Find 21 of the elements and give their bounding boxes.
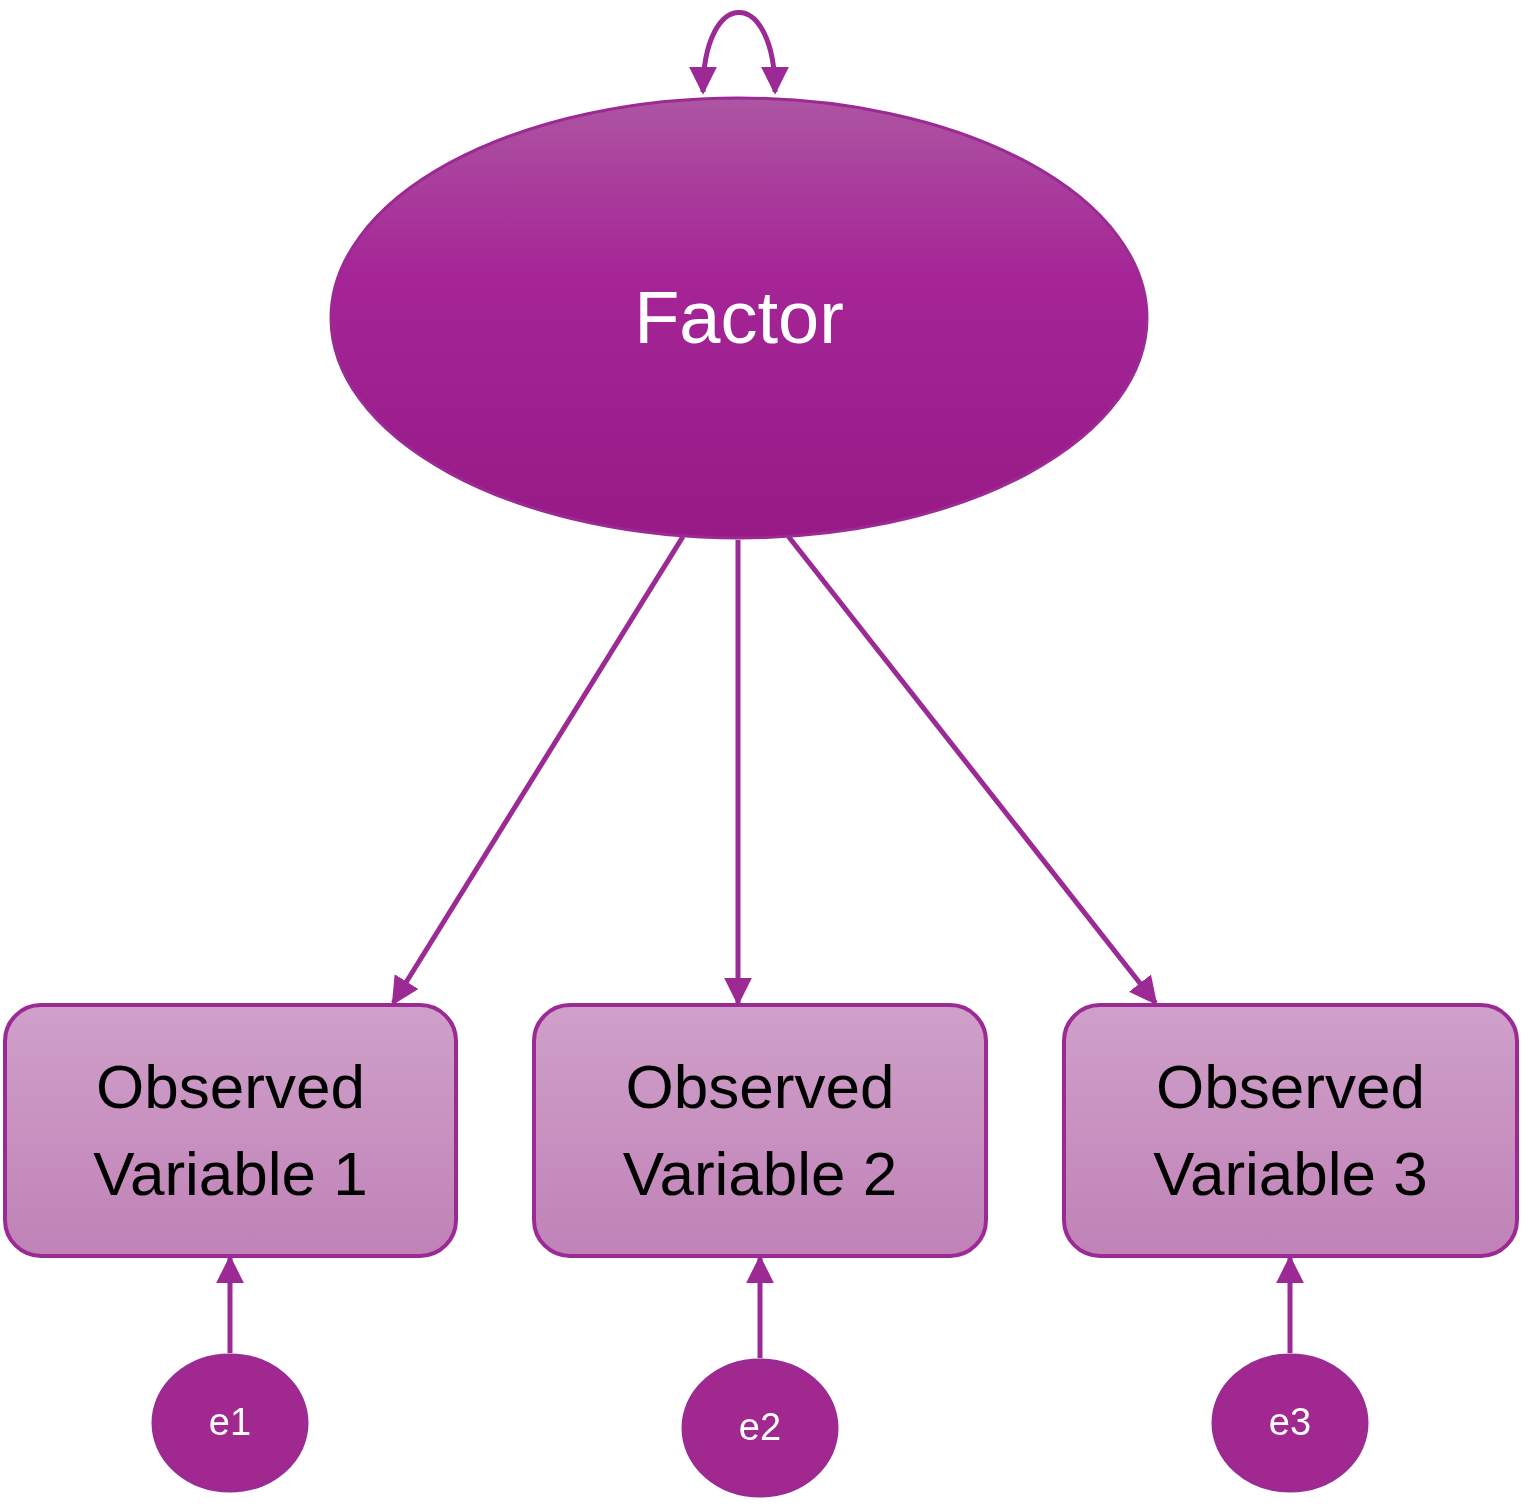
observed-variable-box — [1062, 1003, 1519, 1258]
variable-label: Observed Variable 2 — [621, 1050, 899, 1210]
error-label: e1 — [208, 1400, 252, 1446]
observed-variable-box — [532, 1003, 988, 1258]
arrow — [746, 1255, 774, 1358]
error-ellipse — [681, 1358, 839, 1498]
error-ellipse — [1211, 1353, 1369, 1493]
arrow — [391, 535, 686, 1006]
variable-label: Observed Variable 3 — [1152, 1050, 1429, 1210]
observed-variable-box — [3, 1003, 458, 1258]
error-label: e3 — [1268, 1400, 1312, 1446]
error-ellipse — [151, 1353, 309, 1493]
arrow — [786, 534, 1158, 1006]
arrow — [1276, 1255, 1304, 1353]
arrow — [724, 540, 752, 1006]
arrow — [216, 1255, 244, 1353]
variable-label: Observed Variable 1 — [92, 1050, 369, 1210]
error-label: e2 — [738, 1405, 782, 1451]
factor-ellipse — [329, 96, 1149, 540]
factor-label: Factor — [634, 275, 844, 362]
variance-arrow — [690, 10, 788, 95]
